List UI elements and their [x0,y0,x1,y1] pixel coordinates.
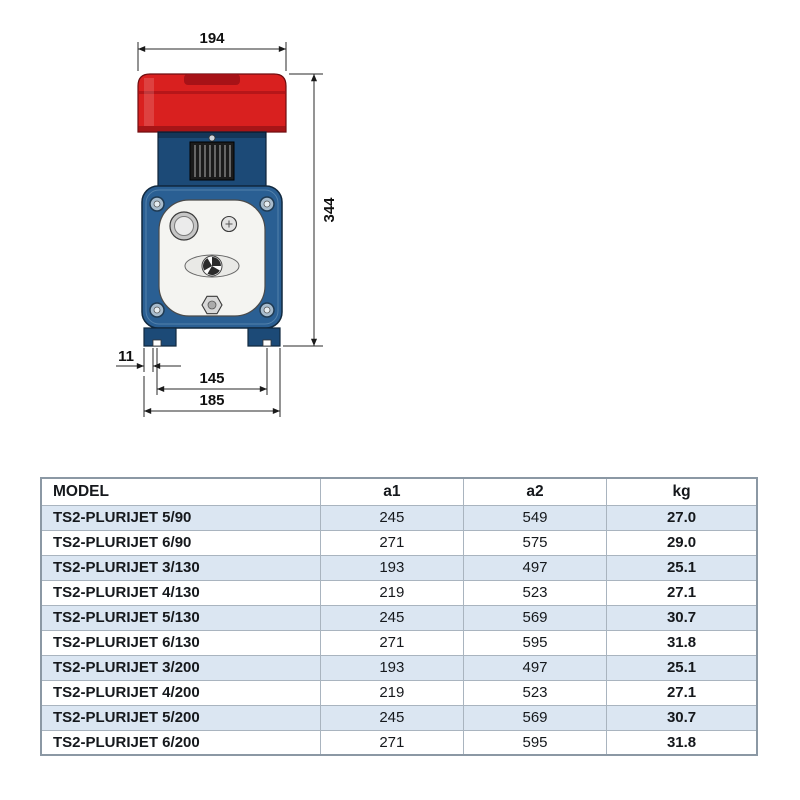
cell-a2: 575 [462,529,608,556]
dim-foot-spacing-label: 145 [199,370,224,387]
top-cover-highlight [144,78,154,126]
header-a1: a1 [319,477,464,506]
top-cover-shadow [138,126,286,132]
cell-a1: 271 [319,529,464,556]
cell-a2: 497 [462,554,608,581]
pump-body [141,185,283,329]
cell-kg: 25.1 [606,654,758,681]
cell-a1: 193 [319,654,464,681]
foot-slot [152,339,162,347]
pump-dimension-drawing: 194 344 11 145 185 [116,30,338,417]
cell-kg: 30.7 [606,604,758,631]
header-model: MODEL [40,477,321,506]
dim-overall-height-label: 344 [321,197,338,223]
dim-foot-offset-label: 11 [118,348,134,365]
cell-a1: 245 [319,704,464,731]
dimension-lines [116,42,323,417]
cell-a1: 271 [319,729,464,756]
cell-kg: 31.8 [606,729,758,756]
cell-a1: 245 [319,504,464,531]
cell-model: TS2-PLURIJET 3/200 [40,654,321,681]
motor-housing [157,131,267,187]
suction-port-icon [169,211,199,241]
cell-kg: 27.0 [606,504,758,531]
cell-model: TS2-PLURIJET 6/130 [40,629,321,656]
cell-model: TS2-PLURIJET 3/130 [40,554,321,581]
top-cover-seam [138,91,286,94]
cell-model: TS2-PLURIJET 4/200 [40,679,321,706]
corner-bolts [149,196,275,318]
cell-a2: 523 [462,579,608,606]
impeller-window-icon [184,254,240,278]
cell-a2: 523 [462,679,608,706]
cell-a2: 497 [462,654,608,681]
cell-model: TS2-PLURIJET 5/90 [40,504,321,531]
cell-a1: 219 [319,579,464,606]
drain-plug-icon [201,295,223,315]
top-cover-shell [137,73,287,133]
cell-model: TS2-PLURIJET 5/130 [40,604,321,631]
cell-a1: 193 [319,554,464,581]
header-a2: a2 [462,477,608,506]
top-cover-handle [184,74,240,85]
header-row: MODEL a1 a2 kg [40,477,758,506]
pump-drawing-area: 194 344 11 145 185 [62,14,402,439]
mounting-foot [143,327,177,347]
cell-model: TS2-PLURIJET 5/200 [40,704,321,731]
motor-screw-icon [208,134,216,142]
cell-a1: 245 [319,604,464,631]
cell-kg: 29.0 [606,529,758,556]
vent-grille-icon [189,141,235,181]
cell-a2: 595 [462,629,608,656]
dim-base-width-label: 185 [199,392,224,409]
cell-a2: 549 [462,504,608,531]
cell-kg: 30.7 [606,704,758,731]
spec-table-header: MODEL a1 a2 kg [40,477,758,506]
cell-a2: 569 [462,604,608,631]
pump-body-highlight [145,189,279,325]
mounting-foot [247,327,281,347]
cell-a2: 595 [462,729,608,756]
cell-kg: 25.1 [606,554,758,581]
cell-a2: 569 [462,704,608,731]
priming-plug-icon [220,215,238,233]
cell-model: TS2-PLURIJET 4/130 [40,579,321,606]
header-kg: kg [606,477,758,506]
pump-top-cover [137,73,287,133]
dim-top-width-label: 194 [199,30,225,47]
cell-model: TS2-PLURIJET 6/90 [40,529,321,556]
cell-a1: 271 [319,629,464,656]
cell-kg: 31.8 [606,629,758,656]
cell-kg: 27.1 [606,679,758,706]
mounting-feet [143,327,281,347]
foot-slot [262,339,272,347]
cell-a1: 219 [319,679,464,706]
cell-kg: 27.1 [606,579,758,606]
cell-model: TS2-PLURIJET 6/200 [40,729,321,756]
